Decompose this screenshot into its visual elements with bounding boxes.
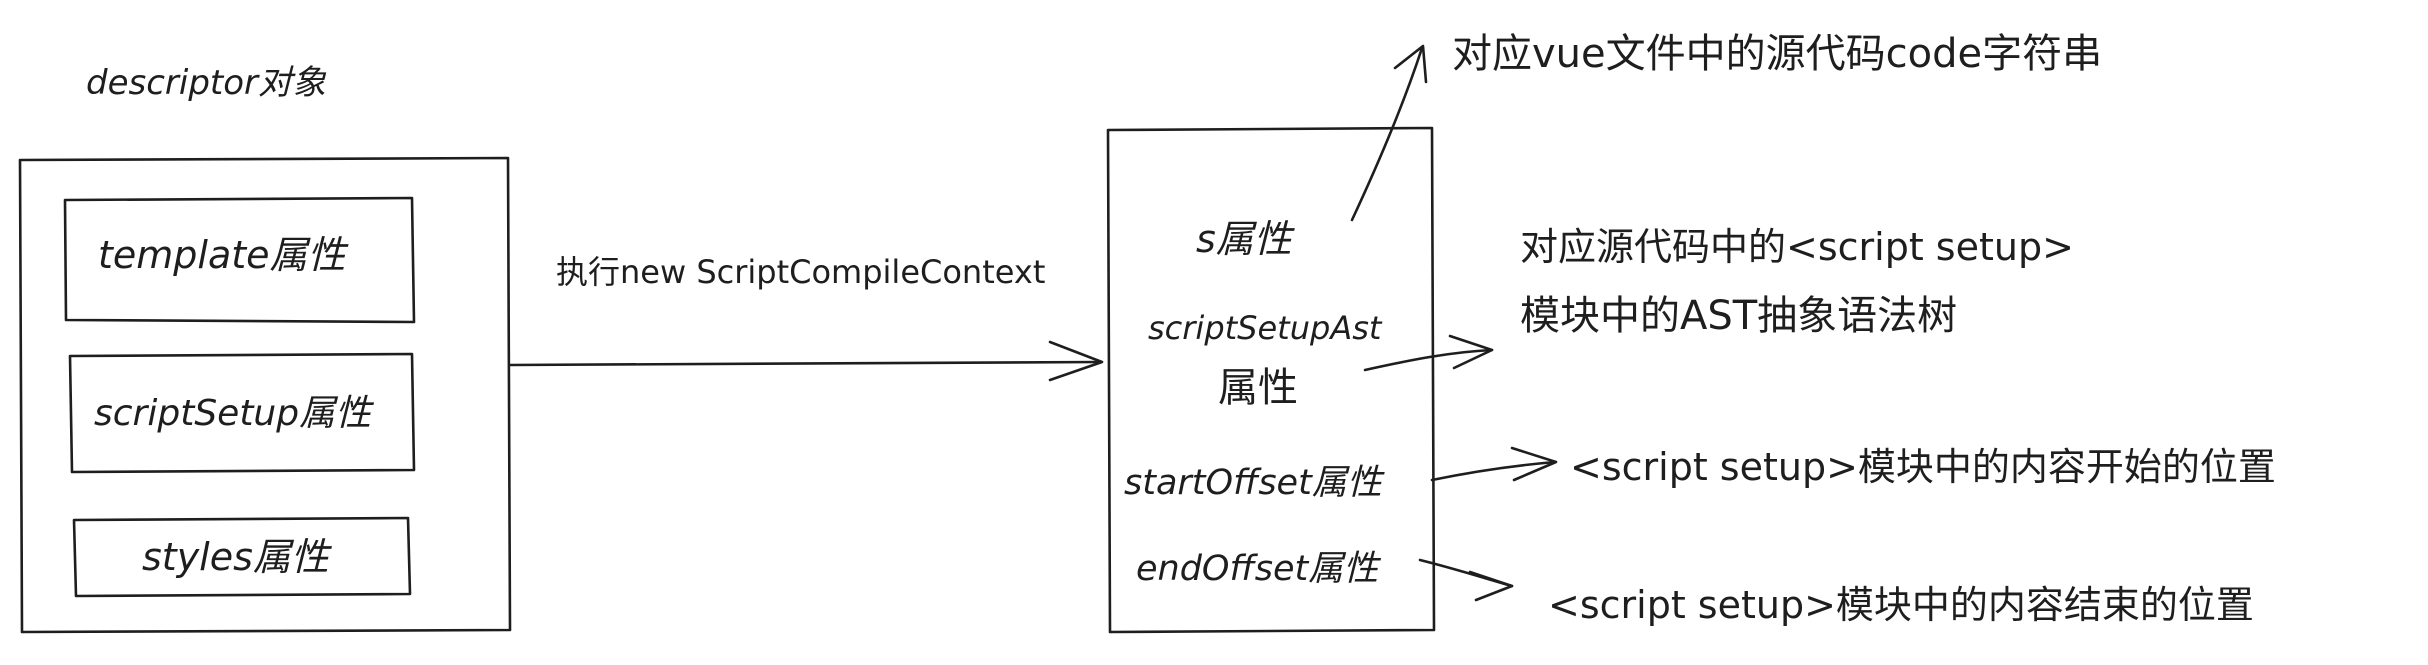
styles-prop: styles属性: [142, 535, 329, 579]
context-prop-s: s属性: [1196, 217, 1292, 261]
arrow-end: [1418, 558, 1514, 588]
context-prop-ast-line1: scriptSetupAst: [1148, 309, 1382, 347]
arrow-s-head: [1393, 44, 1428, 84]
main-arrow: [508, 360, 1102, 367]
note-start-offset: <script setup>模块中的内容开始的位置: [1570, 445, 2276, 489]
context-prop-ast-line2: 属性: [1218, 365, 1298, 411]
script-setup-prop: scriptSetup属性: [94, 393, 372, 434]
arrow-start: [1430, 460, 1557, 482]
note-end-offset: <script setup>模块中的内容结束的位置: [1548, 583, 2254, 627]
main-arrow-head: [1048, 340, 1104, 382]
note-ast-line1: 对应源代码中的<script setup>: [1520, 225, 2074, 269]
arrow-ast-head: [1448, 334, 1494, 370]
note-ast-line2: 模块中的AST抽象语法树: [1520, 293, 1958, 339]
template-prop: template属性: [98, 233, 346, 277]
descriptor-title: descriptor对象: [86, 63, 327, 103]
arrow-end-head: [1468, 570, 1514, 602]
arrow-start-head: [1510, 446, 1558, 482]
arrow-s: [1350, 46, 1424, 222]
note-s: 对应vue文件中的源代码code字符串: [1452, 31, 2103, 77]
context-prop-end-offset: endOffset属性: [1136, 549, 1379, 589]
context-prop-start-offset: startOffset属性: [1124, 463, 1382, 503]
arrow-ast: [1363, 348, 1494, 372]
action-label: 执行new ScriptCompileContext: [556, 253, 1046, 291]
